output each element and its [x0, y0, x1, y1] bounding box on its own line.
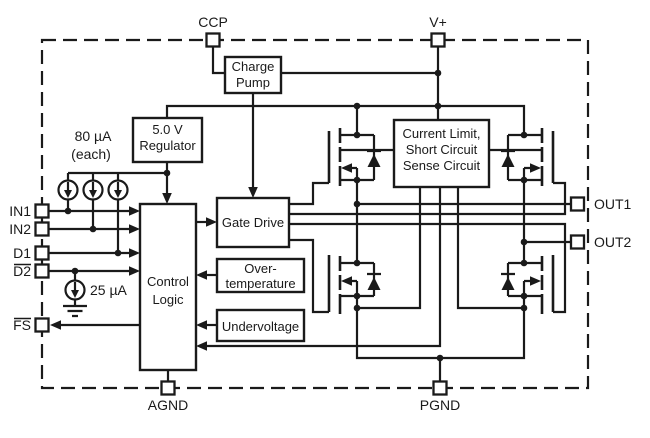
wire-gate-ls-right: [289, 222, 567, 314]
block-label: Pump: [236, 75, 270, 90]
mosfet-low-side-left: [327, 255, 381, 314]
block-label: Undervoltage: [222, 319, 299, 334]
pin-d1: [34, 245, 50, 261]
wires: [49, 46, 571, 381]
wire-gate-hs-right: [289, 181, 567, 216]
block-label: Sense Circuit: [403, 158, 481, 173]
ic-boundary: [40, 38, 590, 390]
block-control-logic: Control Logic: [138, 202, 198, 372]
pin-label-d1: D1: [13, 245, 31, 261]
block-label: Short Circuit: [406, 142, 478, 157]
wire-vplus-rail: [165, 104, 526, 135]
diode-arrow: [367, 277, 381, 290]
pin-label-out2: OUT2: [594, 234, 632, 250]
pin-out1: [569, 196, 586, 212]
block-current-limit: Current Limit, Short Circuit Sense Circu…: [392, 118, 491, 189]
pin-out2: [569, 234, 586, 250]
block-label: Logic: [152, 292, 184, 307]
annotations: 80 µA (each) 25 µA: [71, 128, 127, 298]
block-label: Current Limit,: [402, 126, 480, 141]
down-arrow-icon: [71, 290, 79, 298]
pin-in2: [34, 221, 50, 237]
pin-label-in1: IN1: [9, 203, 31, 219]
pin-label-pgnd: PGND: [420, 397, 460, 413]
wire-ccp-to-chargepump: [211, 46, 225, 75]
body-arrow: [530, 163, 541, 173]
mosfet-high-side-left: [327, 128, 381, 186]
junction-dots: [64, 69, 528, 362]
block-charge-pump: Charge Pump: [223, 55, 283, 95]
pulldown-current-label: 25 µA: [90, 282, 128, 298]
pin-labels: CCP V+ IN1 IN2 D1 D2 FS OUT1 OUT2 AGND P…: [9, 14, 631, 413]
pin-d2: [34, 263, 50, 279]
pin-pgnd: [432, 380, 448, 396]
block-regulator: 5.0 V Regulator: [131, 116, 204, 164]
pin-fs: [34, 317, 50, 333]
pin-vplus: [430, 32, 446, 48]
pin-label-fs: FS: [13, 317, 31, 333]
mosfet-low-side-right: [501, 255, 555, 314]
block-label: Over-: [244, 261, 277, 276]
bias-each-label: (each): [71, 146, 111, 162]
diode-arrow: [501, 154, 515, 167]
pin-label-in2: IN2: [9, 221, 31, 237]
body-arrow: [530, 276, 541, 286]
pin-in1: [34, 203, 50, 219]
pin-ccp: [205, 32, 221, 48]
wire-hs-left-leads: [340, 133, 394, 182]
block-over-temperature: Over- temperature: [215, 257, 306, 294]
pin-label-d2: D2: [13, 263, 31, 279]
block-label: Control: [147, 274, 189, 289]
pin-label-ccp: CCP: [198, 14, 228, 30]
block-label: 5.0 V: [152, 122, 183, 137]
block-label: temperature: [225, 276, 295, 291]
wire-gate-ls-left: [289, 238, 329, 314]
diode-arrow: [501, 277, 515, 290]
bias-current-sources: [57, 179, 129, 201]
pin-label-out1: OUT1: [594, 196, 632, 212]
mosfet-high-side-right: [501, 128, 555, 186]
wire-gate-hs-left: [289, 181, 329, 206]
block-label: Regulator: [139, 138, 196, 153]
diode-arrow: [367, 154, 381, 167]
down-arrow-icon: [114, 190, 122, 198]
down-arrow-icon: [64, 190, 72, 198]
wire-sense-feedback-to-control: [206, 187, 442, 348]
wire-sense-right: [456, 187, 524, 310]
pin-agnd: [160, 380, 176, 396]
body-arrow: [341, 163, 352, 173]
body-arrow: [341, 276, 352, 286]
ground-icon: [63, 304, 87, 318]
block-gate-drive: Gate Drive: [215, 196, 291, 249]
pin-label-agnd: AGND: [148, 397, 188, 413]
down-arrow-icon: [89, 190, 97, 198]
block-label: Charge: [232, 59, 275, 74]
arrowheads: [50, 187, 258, 351]
pins: [34, 32, 586, 396]
wire-hs-right-leads: [489, 133, 542, 182]
block-label: Gate Drive: [222, 215, 284, 230]
block-undervoltage: Undervoltage: [215, 308, 306, 343]
pin-label-vplus: V+: [429, 14, 447, 30]
bias-current-label: 80 µA: [75, 128, 113, 144]
wire-sense-left: [357, 187, 422, 310]
pulldown-current-source: [63, 279, 87, 318]
